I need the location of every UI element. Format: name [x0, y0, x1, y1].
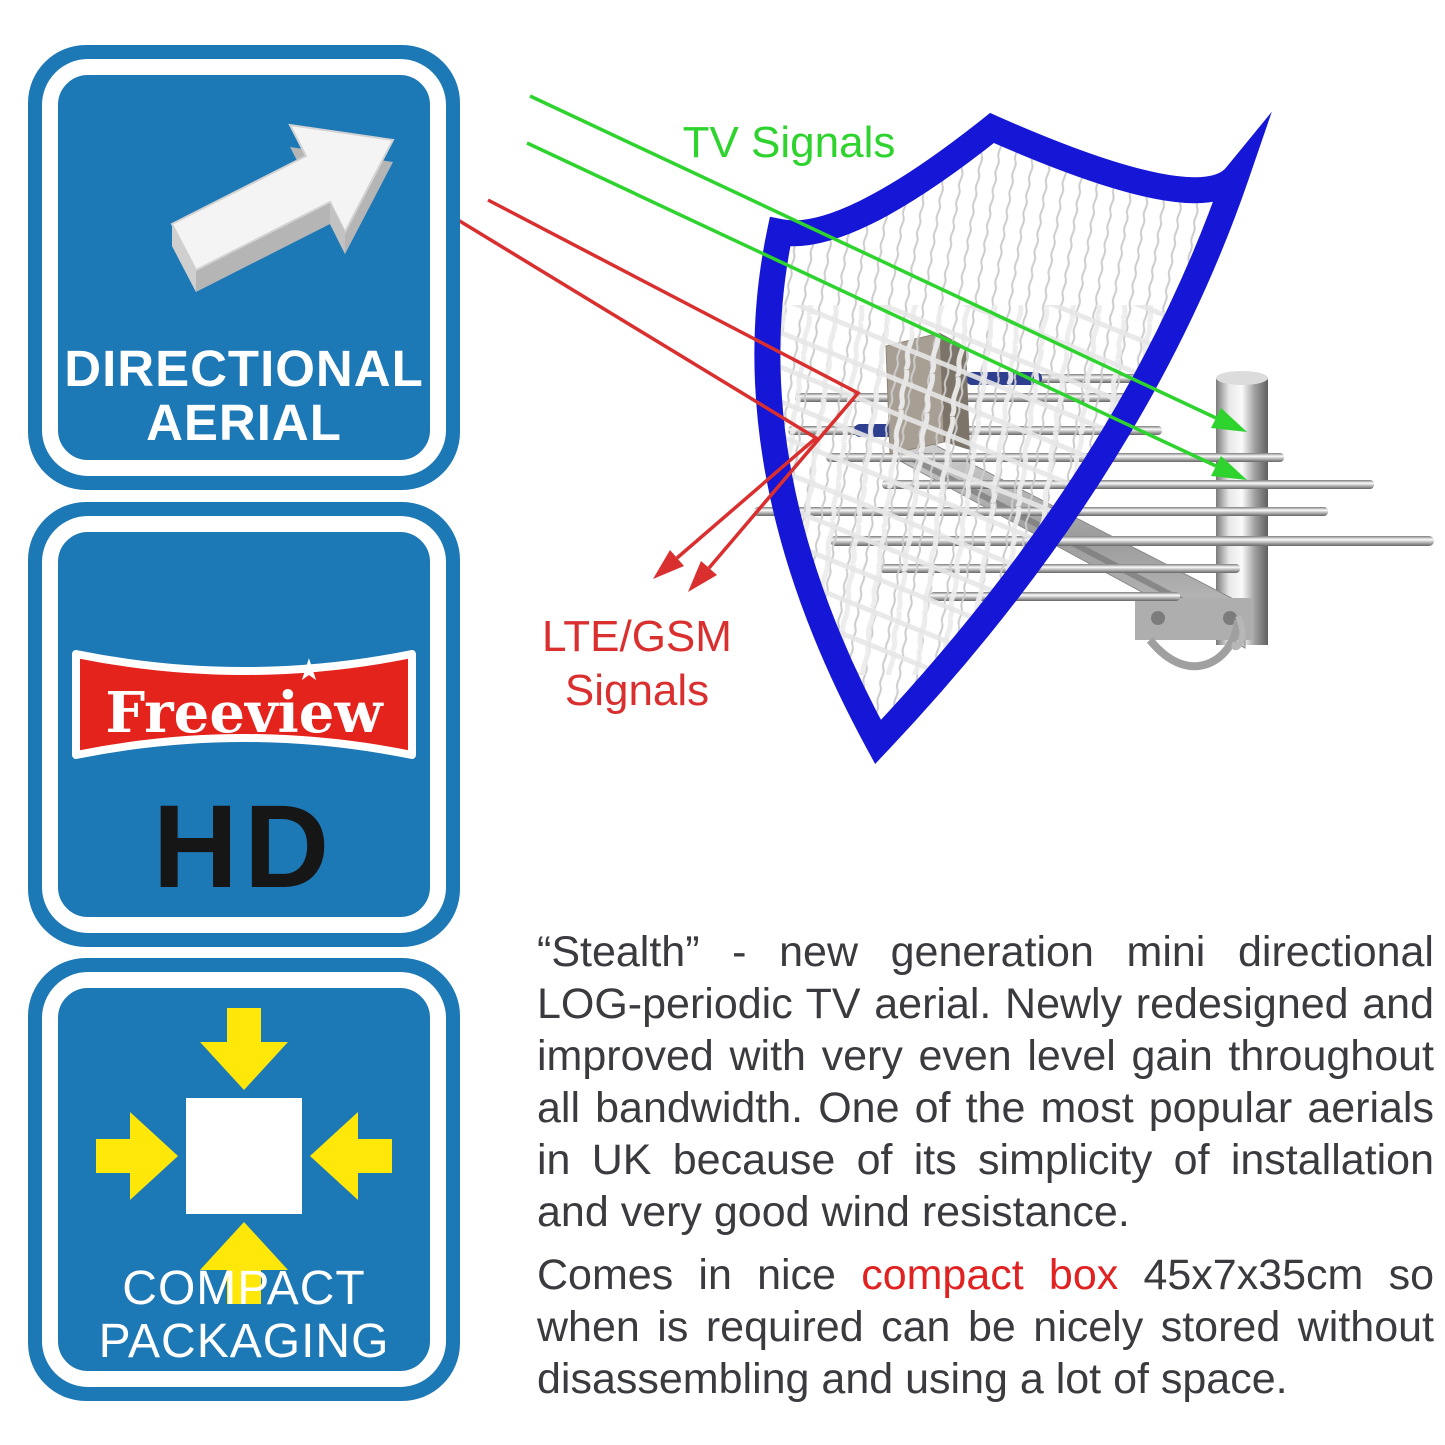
hd-label: HD [152, 781, 336, 913]
shield-outline [754, 111, 1272, 764]
freeview-star-icon: ★ [296, 653, 323, 688]
p2-highlight: compact box [861, 1251, 1119, 1299]
p2-text: 45x7x35cm so when is required can be nic… [537, 1251, 1434, 1403]
lte-label-line1: LTE/GSM [542, 612, 732, 661]
lte-signal-lines [457, 198, 861, 592]
badge-ring [42, 59, 446, 476]
badge-freeview-hd: Freeview ★ HD [28, 502, 460, 947]
label-line2: AERIAL [146, 393, 342, 451]
badge-compact-packaging: COMPACT PACKAGING [28, 958, 460, 1401]
freeview-banner-icon: Freeview ★ [72, 650, 416, 759]
mast-clamp [1135, 598, 1252, 671]
label-line1: COMPACT [122, 1262, 366, 1316]
p2-text: Comes in nice [537, 1251, 862, 1299]
tv-signals-label: TV Signals [682, 118, 896, 167]
red-arrowhead [653, 550, 684, 579]
lte-label-line2: Signals [564, 666, 710, 715]
lte-gsm-signals-label: LTE/GSM Signals [487, 610, 787, 718]
arrow-3d-icon [170, 123, 395, 292]
compress-arrows-icon [96, 1008, 392, 1304]
badge-directional-aerial: DIRECTIONAL AERIAL [28, 45, 460, 490]
description-paragraph-2: Comes in nice compact box 45x7x35cm so w… [537, 1249, 1434, 1405]
label-line2: PACKAGING [98, 1315, 390, 1369]
description-paragraph-1: “Stealth” - new generation mini directio… [537, 928, 1434, 1236]
compact-packaging-label: COMPACT PACKAGING [28, 1263, 460, 1369]
red-arrowhead [688, 561, 717, 592]
directional-aerial-label: DIRECTIONAL AERIAL [28, 339, 460, 451]
badge-ring [42, 516, 446, 933]
green-arrowhead [1211, 456, 1247, 480]
label-line1: DIRECTIONAL [64, 339, 424, 397]
product-description: “Stealth” - new generation mini directio… [537, 926, 1434, 1405]
freeview-wordmark: Freeview [105, 680, 384, 746]
badge-ring [42, 972, 446, 1387]
center-square [186, 1098, 302, 1214]
tv-signal-lines [526, 94, 1247, 480]
green-arrowhead [1211, 408, 1247, 432]
